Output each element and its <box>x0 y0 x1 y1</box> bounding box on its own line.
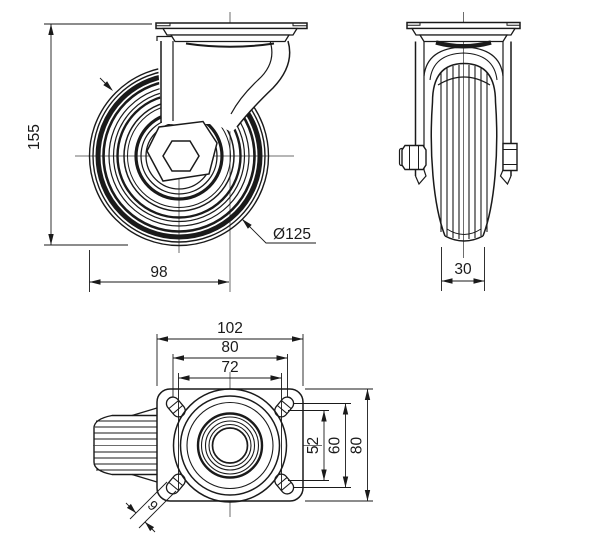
dim-plate-length: 102 <box>156 320 304 386</box>
dim-label-30: 30 <box>454 261 472 278</box>
front-fork <box>156 35 292 132</box>
top-swivel-circles <box>172 388 288 503</box>
dim-offset-width: 98 <box>89 250 229 292</box>
front-hub-hex <box>146 120 218 182</box>
dim-plate-width: 80 <box>305 388 373 502</box>
front-view: 155 98 Ø125 <box>26 12 316 292</box>
side-top-plate <box>406 21 521 81</box>
side-axle-nut-left <box>398 144 427 171</box>
dim-hole-pitch-long-min: 72 <box>178 359 282 491</box>
tire-leader-arrow <box>99 77 113 91</box>
top-wheel <box>93 407 158 483</box>
dim-hole-pitch-short-max: 60 <box>293 403 351 488</box>
dim-hole-pitch-short-min: 52 <box>288 410 329 481</box>
dim-overall-height: 155 <box>26 23 152 246</box>
dim-label-d125: Ø125 <box>273 226 311 243</box>
dim-wheel-width: 30 <box>441 247 485 291</box>
dim-label-60: 60 <box>327 437 344 455</box>
top-bolt-slots <box>165 396 295 495</box>
dim-label-102: 102 <box>217 320 243 337</box>
side-wheel-tread-lines <box>440 65 488 239</box>
side-axle-nut-right <box>502 142 518 172</box>
top-view: 102 80 72 52 <box>93 320 373 533</box>
side-view: 30 <box>398 12 521 291</box>
dim-label-155: 155 <box>26 124 43 150</box>
dim-label-72: 72 <box>221 359 238 376</box>
dim-label-9: 9 <box>145 497 162 514</box>
dim-wheel-diameter: Ø125 <box>241 218 316 244</box>
front-top-plate <box>155 22 308 48</box>
dim-label-98: 98 <box>150 264 167 281</box>
dim-label-52: 52 <box>305 437 322 454</box>
dim-label-80h: 80 <box>221 339 239 356</box>
side-wheel <box>430 62 498 242</box>
dim-label-80v: 80 <box>349 437 366 455</box>
dim-hole-pitch-long-max: 80 <box>172 339 288 397</box>
